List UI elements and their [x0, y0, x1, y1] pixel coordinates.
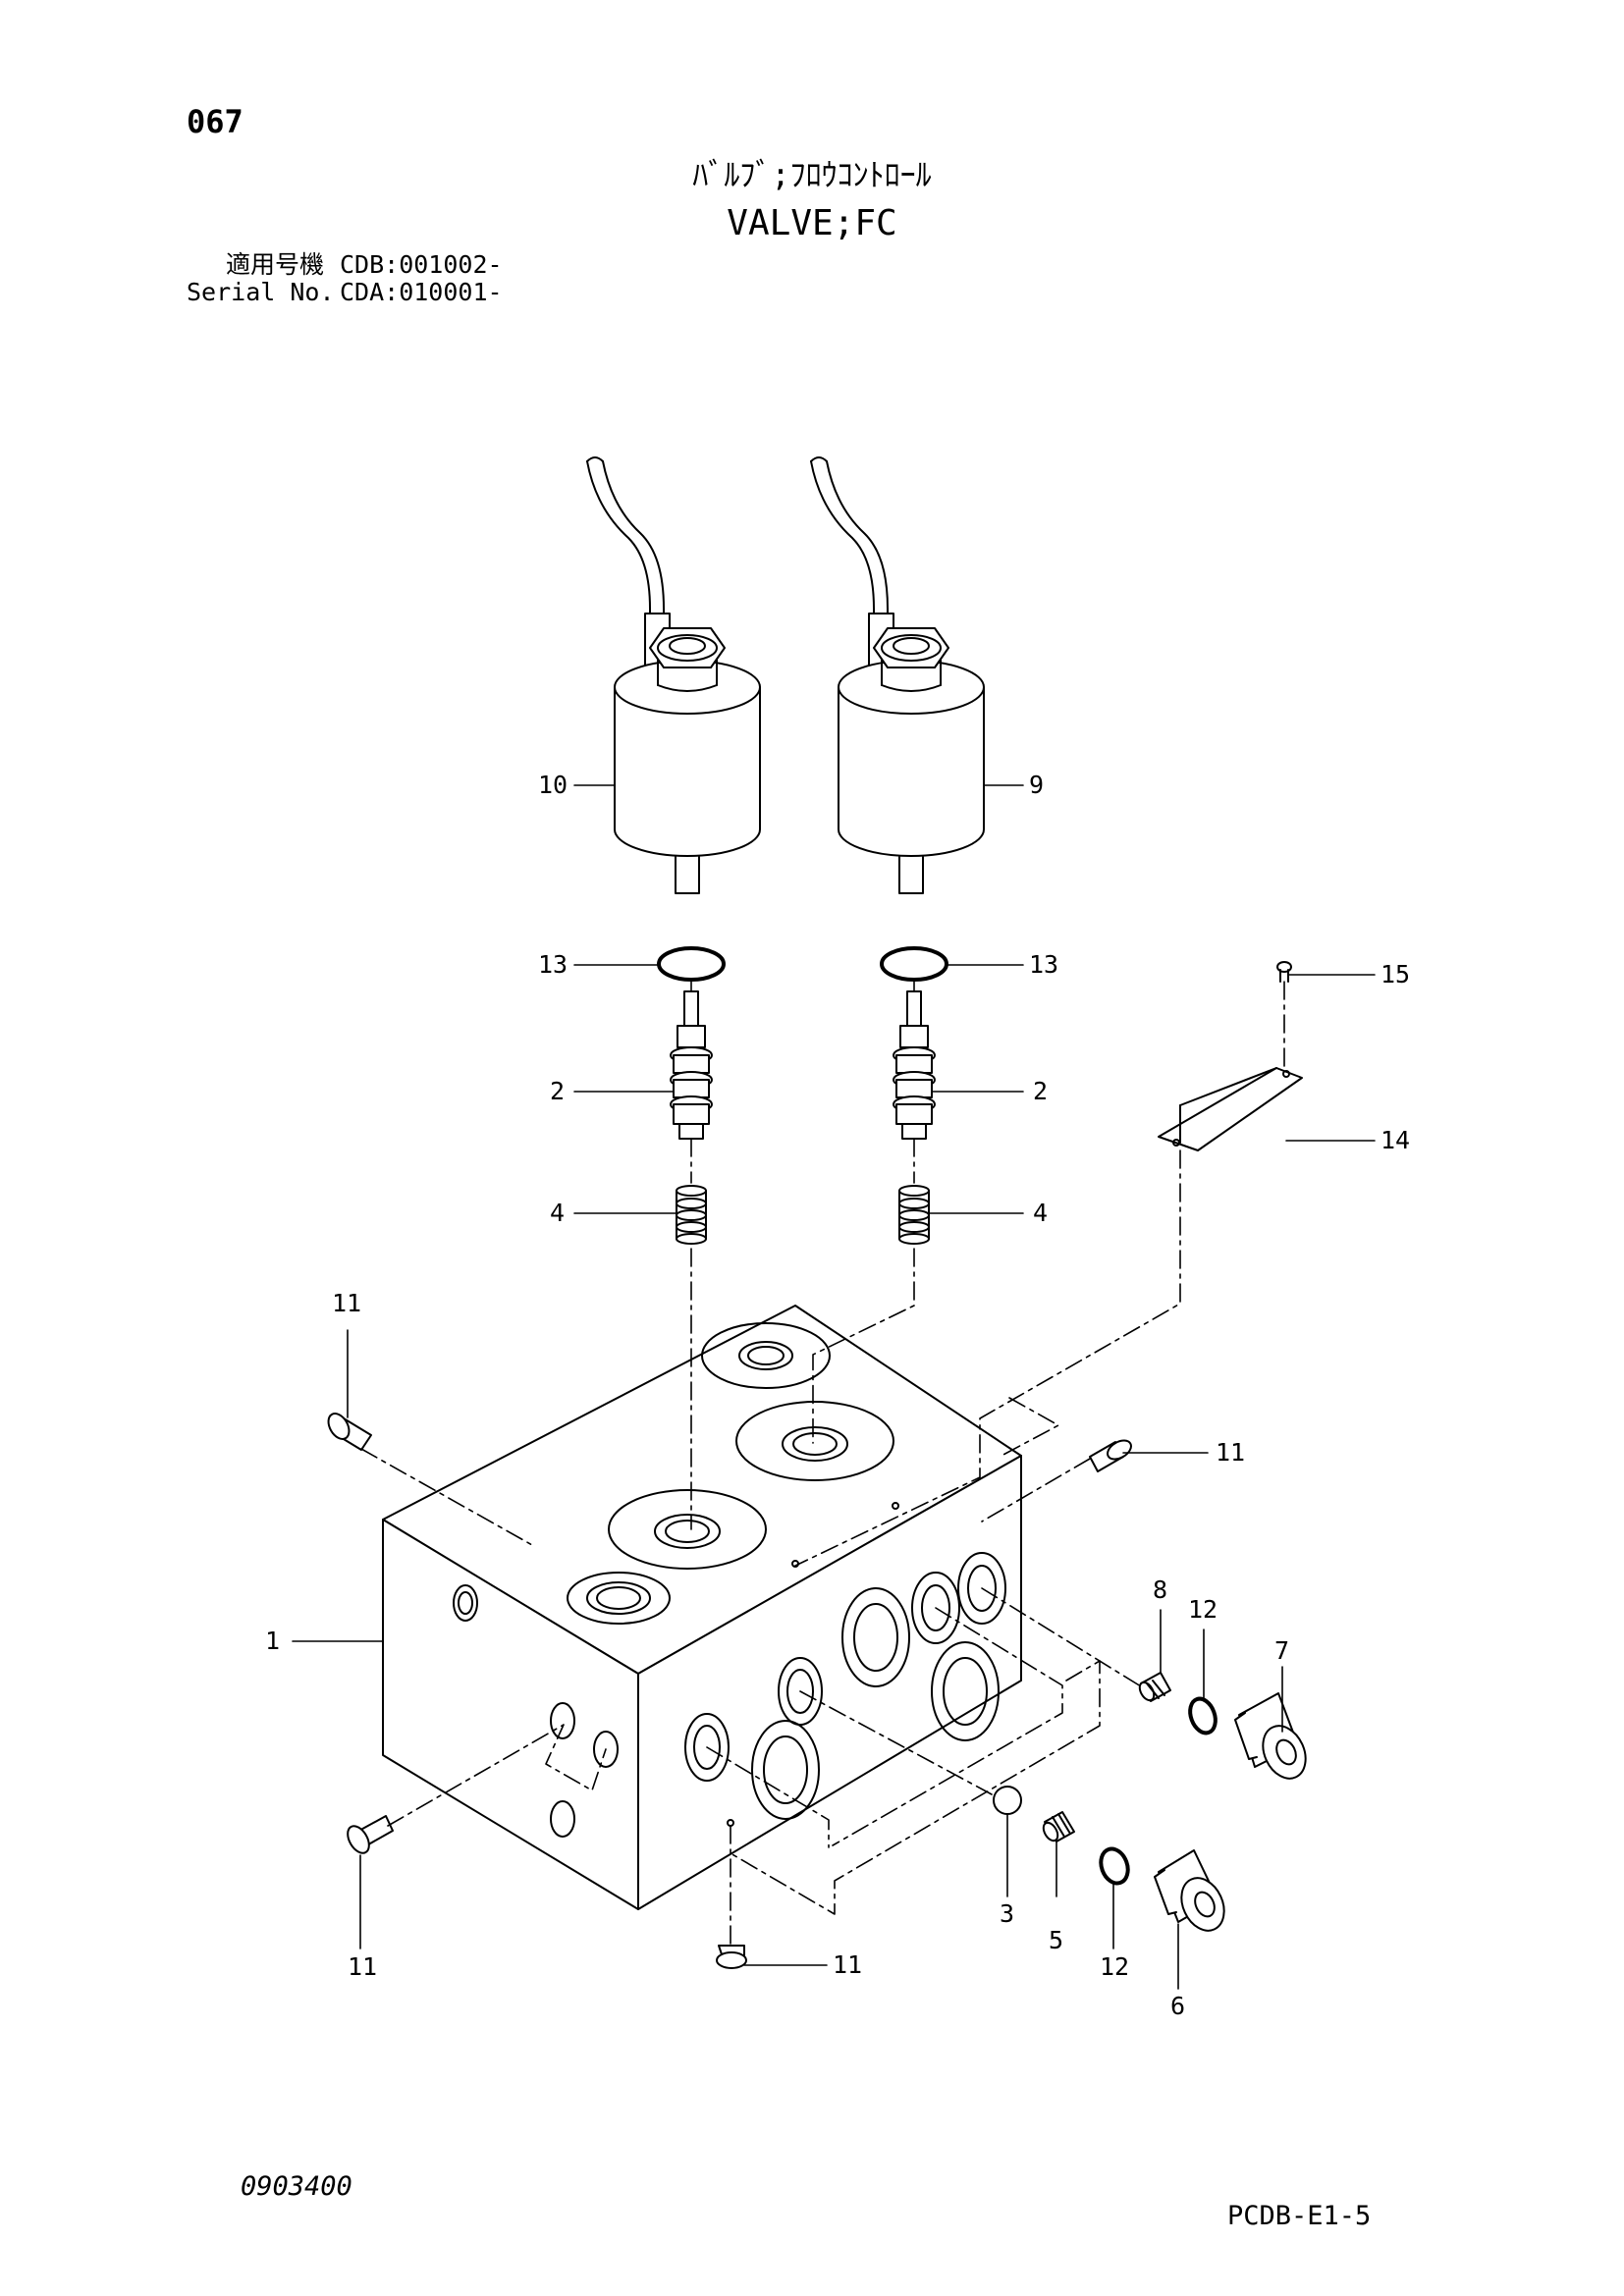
- callout-2-left: 2: [550, 1077, 565, 1105]
- o-ring-13-right: [880, 946, 948, 982]
- serial-value: CDB:001002-: [340, 250, 503, 279]
- callout-12-upper: 12: [1188, 1595, 1218, 1624]
- callout-1: 1: [265, 1627, 280, 1655]
- spring-4-left: [676, 1185, 707, 1245]
- screw-15: [1276, 961, 1292, 983]
- callout-3: 3: [1000, 1899, 1014, 1928]
- valve-body-1: [382, 1305, 1022, 1910]
- ball-3: [993, 1786, 1022, 1815]
- callout-leader-lines: [292, 784, 1376, 1990]
- serial-label: 適用号機: [225, 250, 324, 279]
- callout-13-right: 13: [1029, 950, 1058, 979]
- title-japanese: ﾊﾞﾙﾌﾞ;ﾌﾛｳｺﾝﾄﾛｰﾙ: [692, 156, 932, 193]
- title-english: VALVE;FC: [727, 203, 897, 243]
- plug-6: [1154, 1849, 1225, 1932]
- serial-label: Serial No.: [187, 278, 335, 306]
- document-code: 0903400: [241, 2171, 352, 2202]
- assembly-center-lines: [360, 981, 1285, 1945]
- spring-4-right: [898, 1185, 930, 1245]
- callout-11-upper-right: 11: [1216, 1438, 1245, 1467]
- plug-8: [1138, 1672, 1171, 1702]
- page-number: 067: [187, 103, 244, 140]
- screw-11-upper-right: [1089, 1439, 1132, 1472]
- serial-row: 適用号機 CDB:001002-: [187, 251, 503, 279]
- callout-15: 15: [1380, 960, 1410, 988]
- callout-8: 8: [1153, 1575, 1167, 1604]
- callout-10: 10: [538, 771, 568, 799]
- serial-number-block: 適用号機 CDB:001002- Serial No. CDA:010001-: [187, 251, 503, 306]
- serial-value: CDA:010001-: [340, 278, 503, 306]
- o-ring-12-upper: [1188, 1696, 1218, 1735]
- callout-14: 14: [1380, 1126, 1410, 1154]
- callout-4-right: 4: [1033, 1199, 1048, 1227]
- callout-labels: 10 9 13 13 2 2 4 4 15 14 1 11 11 11 11 8…: [265, 771, 1410, 2020]
- page-code: PCDB-E1-5: [1227, 2201, 1372, 2231]
- callout-11-bottom: 11: [833, 1950, 862, 1979]
- callout-6: 6: [1170, 1992, 1185, 2020]
- callout-7: 7: [1274, 1636, 1289, 1665]
- screw-11-lower-left: [347, 1815, 394, 1854]
- callout-11-upper-left: 11: [332, 1289, 361, 1317]
- solenoid-10: [586, 456, 761, 894]
- solenoid-9: [810, 456, 985, 894]
- callout-9: 9: [1029, 771, 1044, 799]
- serial-row: Serial No. CDA:010001-: [187, 279, 503, 306]
- callout-11-lower-left: 11: [348, 1952, 377, 1981]
- screw-11-bottom: [716, 1945, 747, 1969]
- spool-2-left: [670, 990, 713, 1140]
- o-ring-13-left: [657, 946, 726, 982]
- callout-13-left: 13: [538, 950, 568, 979]
- callout-5: 5: [1049, 1926, 1063, 1954]
- bracket-14: [1158, 1067, 1303, 1151]
- o-ring-12-lower: [1099, 1846, 1130, 1886]
- spool-2-right: [893, 990, 936, 1140]
- callout-4-left: 4: [550, 1199, 565, 1227]
- spring-5: [1042, 1811, 1075, 1842]
- callout-2-right: 2: [1033, 1077, 1048, 1105]
- callout-12-lower: 12: [1100, 1952, 1129, 1981]
- screw-11-upper-left: [327, 1413, 372, 1451]
- plug-7: [1234, 1692, 1307, 1780]
